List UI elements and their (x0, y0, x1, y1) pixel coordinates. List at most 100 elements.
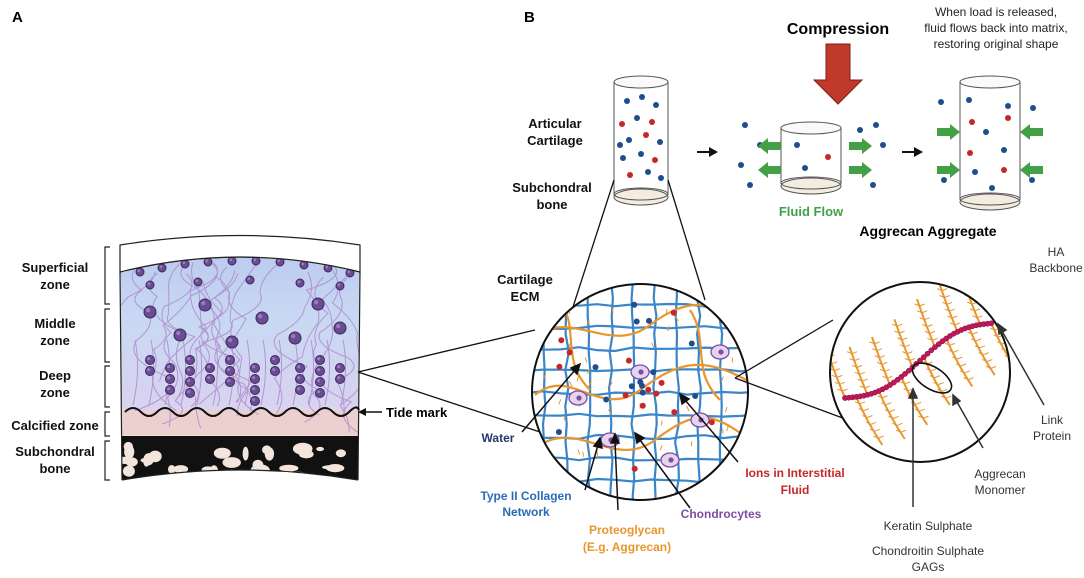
ha-bead (905, 367, 912, 374)
aggrecan-monomer (990, 322, 1010, 372)
vertical-fiber (260, 339, 267, 406)
water-dot (650, 369, 657, 376)
vertical-fiber (308, 339, 315, 406)
chondrocyte-cell (288, 331, 302, 345)
aggrecan-monomer (893, 318, 914, 368)
ion-dot (622, 392, 629, 399)
chondrocyte-cell (205, 374, 215, 384)
zoom-line-bottom (357, 371, 541, 433)
chondrocyte-cell (250, 374, 260, 384)
zoom-line-agg-bottom (734, 377, 849, 421)
chondrocyte-cell (335, 374, 345, 384)
chondrocyte-cell (165, 374, 175, 384)
ions-label-1: Ions in Interstitial (745, 466, 844, 480)
ha-bead (932, 344, 938, 350)
aggrecan-monomer (945, 338, 974, 388)
chondrocyte-cell (250, 396, 260, 406)
chondroitin-label-1: Chondroitin Sulphate (872, 544, 984, 558)
water-dot (639, 382, 645, 389)
link-protein-label-1: Link (1041, 413, 1064, 427)
subchondral-bone-label-1: Subchondral (512, 180, 591, 195)
chondrocyte-cell (180, 259, 190, 269)
water-label: Water (482, 431, 515, 445)
aggrecan-monomer (961, 282, 981, 325)
process-arrow-2 (902, 147, 923, 157)
calcified-zone-label: Calcified zone (11, 418, 98, 433)
chondrocyte-cell (225, 355, 235, 365)
chondrocyte-cell (225, 377, 235, 387)
chondrocytes-label: Chondrocytes (681, 507, 762, 521)
bone-pore (222, 457, 241, 468)
collagen-fiber (331, 270, 360, 433)
aggrecan-monomer-label-1: Aggrecan (974, 467, 1025, 481)
bone-pore (123, 441, 133, 452)
chondrocyte-cell (315, 388, 325, 398)
subchondral-bone-label-2: bone (536, 197, 567, 212)
ha-bead (894, 376, 901, 383)
collagen-strand (673, 284, 681, 500)
collagen-label-2: Network (502, 505, 550, 519)
ion-dot (631, 465, 638, 472)
bone-pore (316, 446, 324, 452)
release-note-2: fluid flows back into matrix, (924, 21, 1067, 35)
articular-cartilage-label-1: Articular (528, 116, 581, 131)
collagen-fiber (188, 281, 223, 429)
water-dot (646, 317, 652, 324)
fluid-flow-arrows-out (758, 138, 872, 178)
chondrocyte-cell (295, 363, 305, 373)
tide-mark-label: Tide mark (386, 405, 448, 420)
ion-dot (653, 390, 660, 397)
bone-pore (209, 465, 219, 478)
collagen-fiber (273, 271, 320, 416)
aggrecan-monomer (855, 396, 884, 446)
collagen-strand (607, 284, 615, 500)
aggrecan-circle (829, 281, 1011, 463)
zoom-line-top (357, 329, 536, 373)
water-dot (692, 393, 699, 399)
keratin-sulphate-label: Keratin Sulphate (884, 519, 973, 533)
collagen-fiber (180, 266, 249, 417)
chondrocyte-cell (295, 385, 305, 395)
ha-bead (928, 347, 935, 354)
subchondral-zone-label-1: Subchondral (15, 444, 94, 459)
aggrecan-monomer (830, 349, 846, 399)
aggrecan-monomer (877, 390, 906, 440)
panel-b-label: B (524, 9, 535, 26)
chondrocyte-cell (165, 385, 175, 395)
proteoglycan-label-1: Proteoglycan (589, 523, 665, 537)
middle-zone-label-2: zone (40, 333, 70, 348)
bone-pore (122, 465, 135, 477)
chondrocyte-cell (227, 257, 237, 266)
ion-dot (658, 379, 665, 386)
release-note-1: When load is released, (935, 5, 1057, 19)
bone-pore (335, 449, 346, 458)
release-note-3: restoring original shape (934, 37, 1059, 51)
collagen-fiber (175, 263, 257, 401)
aggrecan-aggregate-title: Aggrecan Aggregate (859, 223, 996, 239)
bone-pore (143, 457, 150, 467)
water-dot (628, 383, 635, 390)
collagen-fiber (304, 271, 351, 423)
bone-pore (242, 446, 249, 461)
chondrocyte-cell (135, 267, 145, 277)
aggrecan-label-arrows (907, 322, 1045, 507)
ions-label-2: Fluid (781, 483, 810, 497)
bone-pore (168, 465, 176, 474)
cartilage-section (119, 234, 361, 481)
superficial-zone-label-2: zone (40, 277, 70, 292)
proteoglycan-strand (539, 416, 748, 451)
ion-dot (639, 402, 646, 409)
ion-dot (566, 349, 573, 356)
ion-dot (670, 309, 677, 316)
aggrecan-monomer (922, 356, 951, 406)
zoom-line-agg-top (734, 319, 834, 379)
zoom-line-cyl-right (667, 179, 706, 301)
zoom-line-cyl-left (571, 179, 615, 311)
cylinder-restored (959, 75, 1021, 211)
ha-bead (924, 350, 931, 357)
water-dot (633, 318, 640, 325)
ion-dot (708, 419, 715, 426)
vertical-fiber (276, 339, 283, 406)
fluid-flow-label: Fluid Flow (779, 204, 844, 219)
water-dot (688, 340, 695, 347)
